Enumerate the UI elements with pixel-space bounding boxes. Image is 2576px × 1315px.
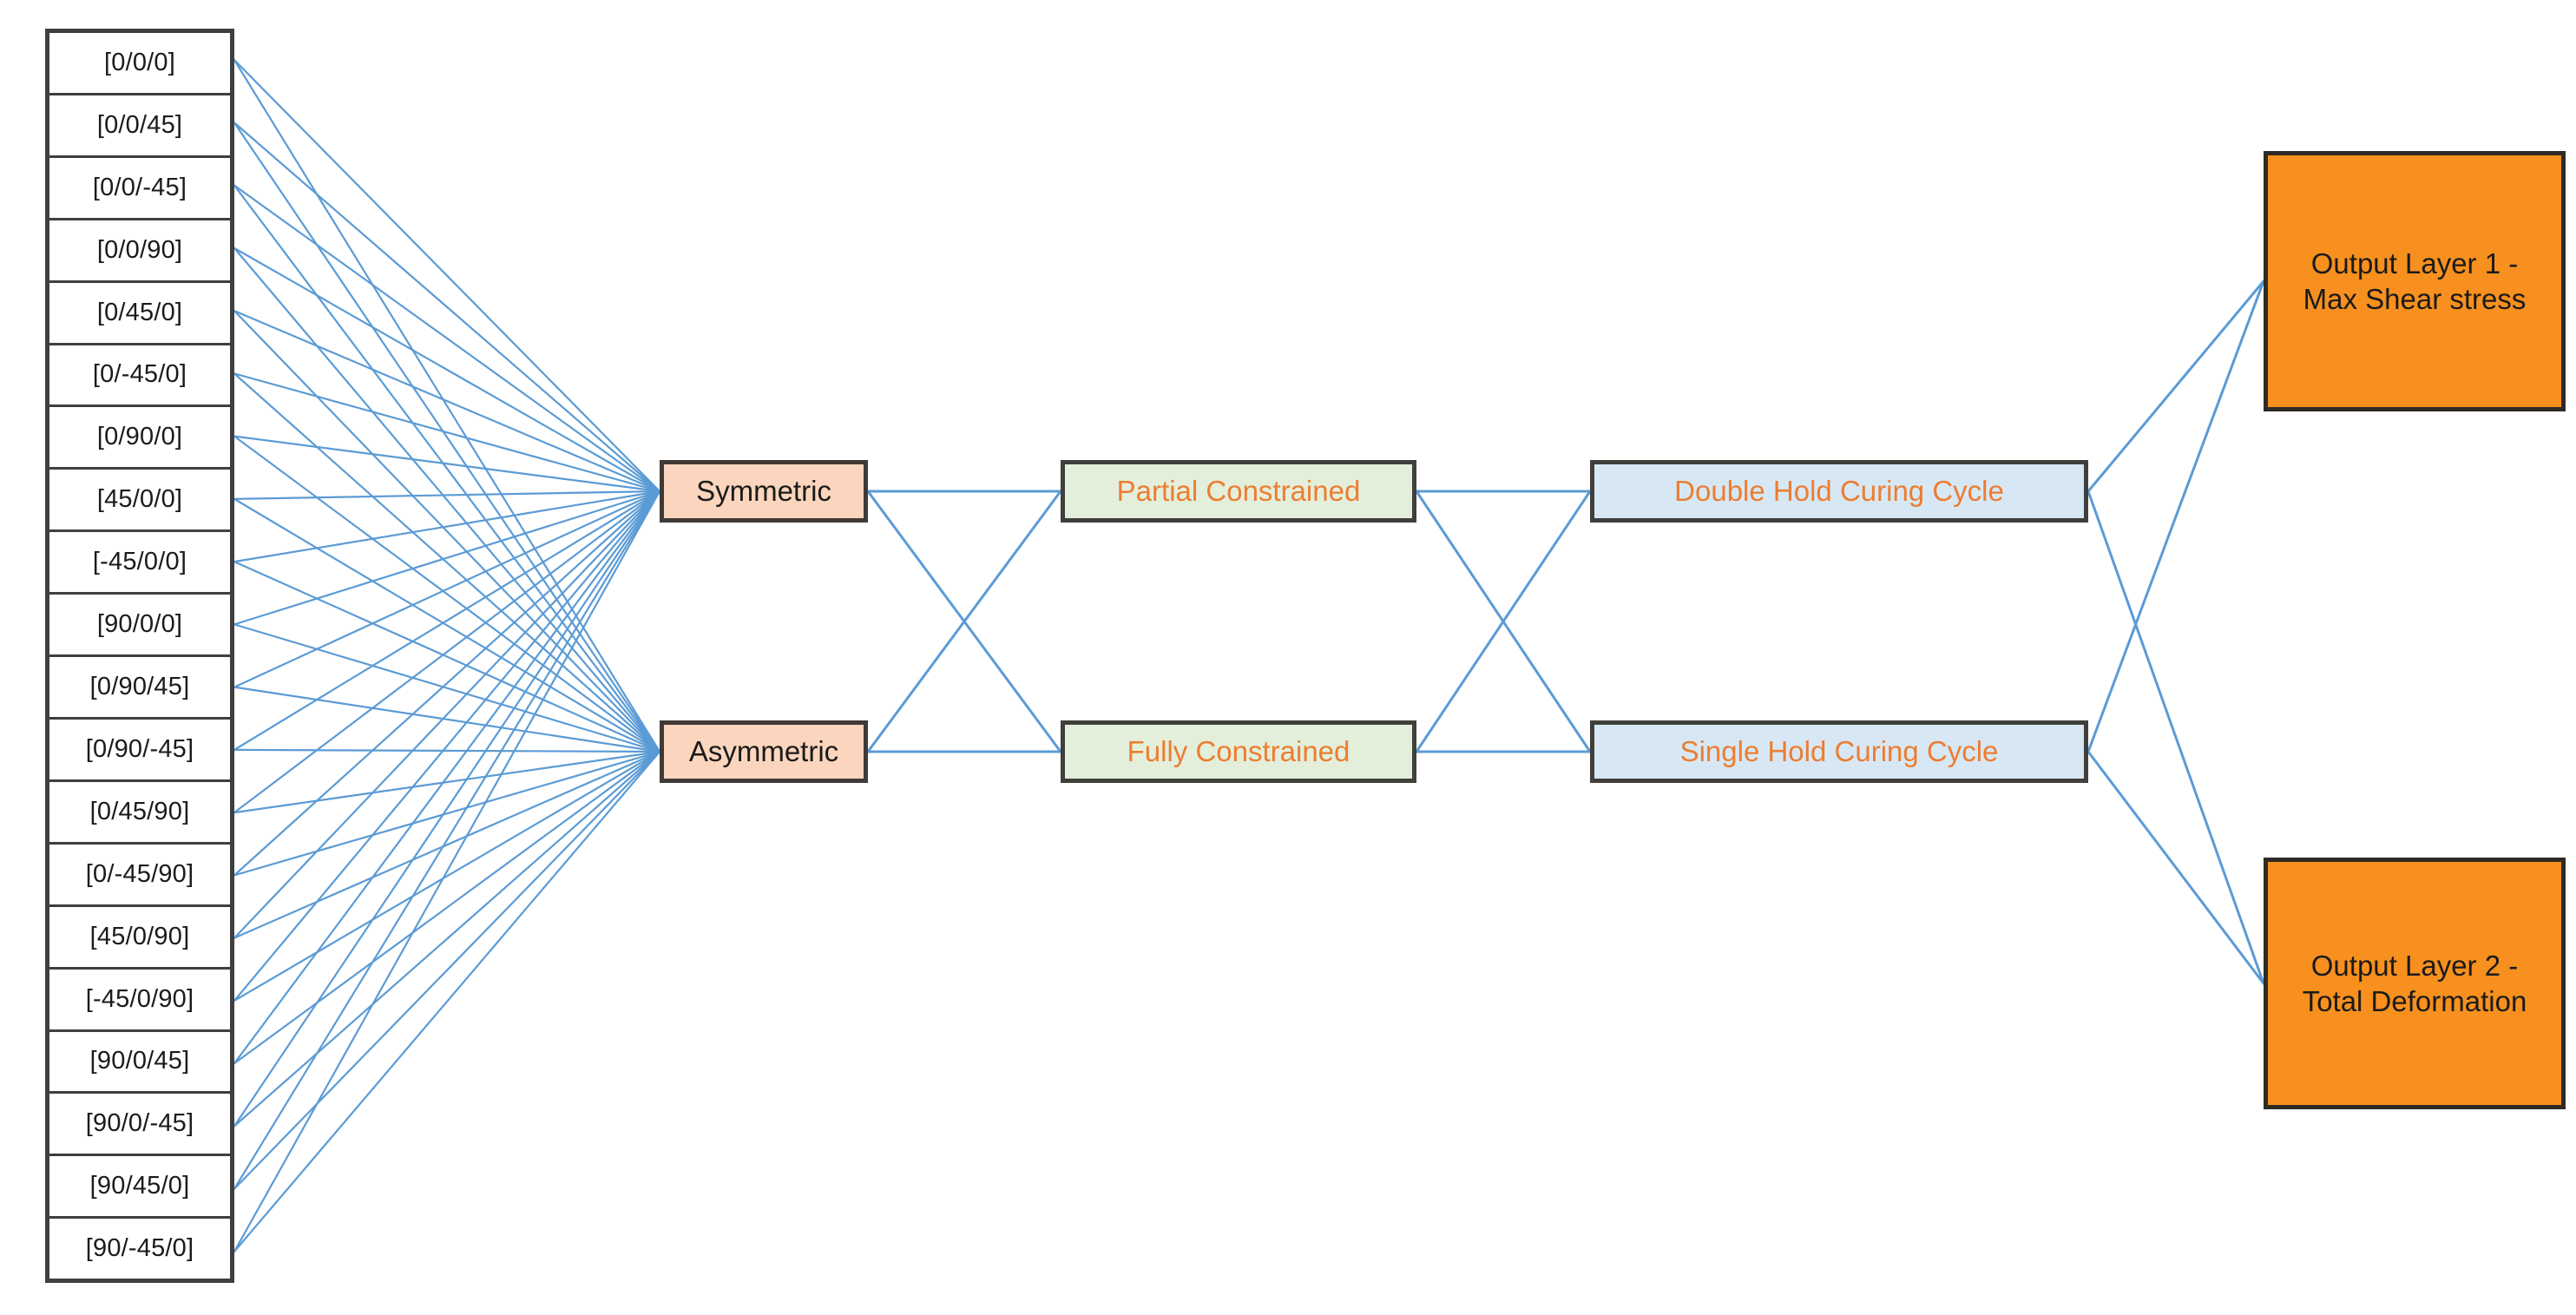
input-layer-item-label: [0/0/45] (96, 110, 183, 139)
input-layer-item-label: [90/0/45] (89, 1047, 190, 1075)
input-layer-item[interactable]: [0/90/0] (49, 407, 230, 470)
input-layer-item[interactable]: [90/0/0] (49, 595, 230, 658)
node-fully-constrained[interactable]: Fully Constrained (1061, 720, 1416, 783)
input-layer-item-label: [0/-45/0] (92, 360, 187, 389)
input-layer-item[interactable]: [0/0/90] (49, 220, 230, 283)
input-layer-item[interactable]: [-45/0/90] (49, 969, 230, 1032)
node-output-layer-2[interactable]: Output Layer 2 - Total Deformation (2264, 858, 2566, 1109)
node-fully-constrained-label: Fully Constrained (1127, 735, 1350, 768)
input-layer-item-label: [0/0/-45] (92, 173, 187, 201)
input-layer-item[interactable]: [0/-45/0] (49, 345, 230, 408)
input-layer-item[interactable]: [90/0/45] (49, 1031, 230, 1095)
input-layer-item-label: [90/45/0] (89, 1172, 190, 1200)
node-output-layer-2-line1: Output Layer 2 - (2310, 949, 2519, 982)
input-layer-item-label: [-45/0/0] (92, 548, 187, 576)
input-layer-item-label: [45/0/0] (96, 485, 183, 514)
input-layer-item-label: [0/45/90] (89, 797, 190, 825)
node-partial-constrained-label: Partial Constrained (1116, 475, 1361, 508)
input-layer-item-label: [45/0/90] (89, 922, 190, 950)
node-asymmetric[interactable]: Asymmetric (660, 720, 868, 783)
node-double-hold-curing-cycle[interactable]: Double Hold Curing Cycle (1590, 460, 2088, 523)
input-layer-item[interactable]: [0/-45/90] (49, 844, 230, 907)
node-double-hold-curing-cycle-label: Double Hold Curing Cycle (1674, 475, 2004, 508)
input-layer-item[interactable]: [90/0/-45] (49, 1094, 230, 1157)
input-layer-item-label: [0/90/-45] (85, 734, 194, 763)
node-output-layer-1-line2: Max Shear stress (2303, 283, 2527, 315)
input-layer-item-label: [0/-45/90] (85, 859, 194, 888)
node-symmetric[interactable]: Symmetric (660, 460, 868, 523)
input-layer-item[interactable]: [90/-45/0] (49, 1219, 230, 1279)
node-single-hold-curing-cycle[interactable]: Single Hold Curing Cycle (1590, 720, 2088, 783)
input-layer-item-label: [90/0/0] (96, 610, 183, 639)
input-layer-item[interactable]: [0/90/-45] (49, 719, 230, 782)
input-layer-item[interactable]: [0/0/45] (49, 95, 230, 158)
input-layer-item[interactable]: [0/0/0] (49, 33, 230, 95)
node-output-layer-2-line2: Total Deformation (2302, 985, 2527, 1017)
input-layer-item[interactable]: [0/0/-45] (49, 157, 230, 220)
input-layer-item-label: [0/0/90] (96, 235, 183, 264)
input-layer-item-label: [-45/0/90] (85, 984, 194, 1013)
input-layer-item-label: [0/90/0] (96, 423, 183, 451)
input-layer-item[interactable]: [45/0/0] (49, 470, 230, 533)
node-symmetric-label: Symmetric (696, 475, 831, 508)
input-layer-item-label: [0/90/45] (89, 673, 190, 701)
node-output-layer-1[interactable]: Output Layer 1 - Max Shear stress (2264, 151, 2566, 411)
input-layer-item-label: [90/-45/0] (85, 1234, 194, 1263)
input-layer-item-label: [0/45/0] (96, 298, 183, 326)
input-layer-item-label: [0/0/0] (103, 48, 175, 76)
input-layer-item[interactable]: [90/45/0] (49, 1156, 230, 1220)
input-layer-item[interactable]: [0/45/90] (49, 781, 230, 845)
node-output-layer-1-line1: Output Layer 1 - (2310, 247, 2519, 279)
input-layer-item[interactable]: [0/45/0] (49, 282, 230, 345)
node-single-hold-curing-cycle-label: Single Hold Curing Cycle (1679, 735, 1999, 768)
input-layer-item[interactable]: [45/0/90] (49, 906, 230, 970)
node-partial-constrained[interactable]: Partial Constrained (1061, 460, 1416, 523)
input-layer-item-label: [90/0/-45] (85, 1109, 194, 1138)
input-layer-stack: [0/0/0] [0/0/45] [0/0/-45] [0/0/90] [0/45/0]… (45, 29, 234, 1283)
node-asymmetric-label: Asymmetric (688, 735, 839, 768)
input-layer-item[interactable]: [0/90/45] (49, 657, 230, 720)
input-layer-item[interactable]: [-45/0/0] (49, 532, 230, 595)
